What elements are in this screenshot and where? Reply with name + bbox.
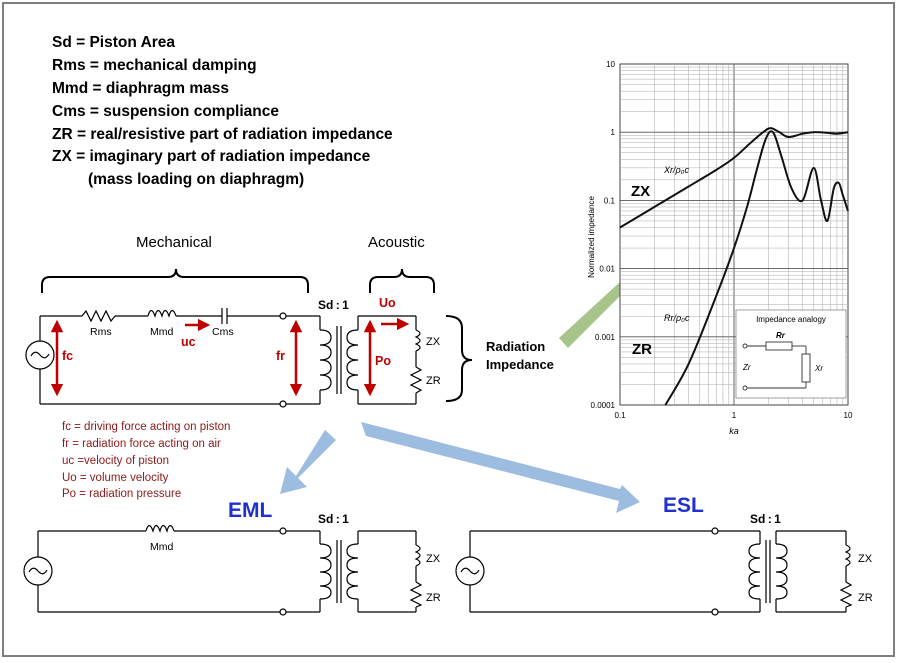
radiation-brace: [445, 315, 473, 402]
eml-mmd-label: Mmd: [150, 541, 173, 553]
zx-label: ZX: [426, 336, 441, 348]
uo-label: Uo: [379, 296, 396, 310]
mmd-label: Mmd: [150, 326, 173, 338]
chart-x-tick-label: 10: [844, 411, 853, 420]
chart-series: [619, 127, 849, 406]
eml-zr-label: ZR: [426, 592, 441, 604]
impedance-analogy-inset: Impedance analogy Rr Xr Zr: [735, 309, 847, 399]
transformer-ratio-label: Sd : 1: [318, 298, 349, 312]
mechanical-brace: [41, 268, 309, 293]
eml-title: EML: [228, 499, 273, 522]
chart-series-line-zx: [619, 127, 849, 229]
chart-y-tick-label: 0.0001: [591, 401, 616, 410]
chart-series-line-zr: [664, 130, 849, 406]
zr-curve-label: Rr/ρ₀c: [664, 313, 690, 323]
definition-item: Cms = suspension compliance: [52, 103, 279, 120]
definition-item: Mmd = diaphragm mass: [52, 80, 230, 97]
chart-ylabel: Normalized impedance: [587, 196, 596, 278]
legend-item: fr = radiation force acting on air: [62, 438, 221, 450]
chart-y-tick-label: 10: [606, 60, 615, 69]
fr-label: fr: [276, 349, 285, 363]
legend-item: Po = radiation pressure: [62, 488, 182, 500]
eml-transformer-ratio-label: Sd : 1: [318, 512, 349, 526]
definition-item: ZR = real/resistive part of radiation im…: [52, 126, 393, 143]
inset-title: Impedance analogy: [756, 315, 826, 324]
chart-y-tick-label: 0.001: [595, 333, 616, 342]
cms-label: Cms: [212, 326, 234, 338]
chart-tick-labels: 0.1 1 10 10 1 0.1 0.01 0.001 0.0001: [591, 60, 853, 420]
inset-rr-label: Rr: [776, 331, 786, 340]
definition-item: (mass loading on diaphragm): [88, 171, 305, 188]
definition-item: Rms = mechanical damping: [52, 57, 257, 74]
radiation-impedance-label-1: Radiation: [486, 339, 546, 354]
fc-label: fc: [62, 349, 73, 363]
chart-x-tick-label: 1: [732, 411, 737, 420]
esl-circuit: [455, 527, 853, 616]
esl-title: ESL: [663, 494, 704, 517]
chart-grid: [619, 63, 849, 406]
chart-xlabel: ka: [729, 426, 739, 436]
zx-series-name: ZX: [631, 183, 650, 200]
acoustic-brace: [369, 268, 435, 293]
definition-item: Sd = Piston Area: [52, 34, 176, 51]
chart-x-tick-label: 0.1: [614, 411, 626, 420]
eml-pointer-arrow: [280, 430, 336, 494]
inset-xr-label: Xr: [814, 364, 823, 373]
chart-y-tick-label: 0.1: [604, 196, 616, 205]
legend-item: fc = driving force acting on piston: [62, 421, 231, 433]
eml-zx-label: ZX: [426, 553, 441, 565]
main-circuit: [25, 308, 423, 408]
esl-pointer-arrow: [361, 422, 640, 513]
zx-curve-label: Xr/ρ₀c: [663, 165, 689, 175]
zr-series-name: ZR: [632, 341, 652, 358]
chart-y-tick-label: 1: [611, 128, 616, 137]
chart-y-tick-label: 0.01: [599, 265, 615, 274]
rms-label: Rms: [90, 326, 112, 338]
zr-label: ZR: [426, 375, 441, 387]
po-label: Po: [375, 354, 391, 368]
uc-label: uc: [181, 335, 196, 349]
mechanical-label: Mechanical: [136, 234, 212, 251]
radiation-impedance-label-2: Impedance: [486, 357, 554, 372]
legend-item: uc =velocity of piston: [62, 455, 170, 467]
eml-circuit: [23, 524, 423, 616]
esl-transformer-ratio-label: Sd : 1: [750, 512, 781, 526]
variable-arrows: [50, 317, 410, 397]
acoustic-label: Acoustic: [368, 234, 425, 251]
inset-z-label: Zr: [742, 363, 751, 372]
slide-frame: [2, 2, 895, 657]
esl-zr-label: ZR: [858, 592, 873, 604]
definition-item: ZX = imaginary part of radiation impedan…: [52, 148, 371, 165]
legend-item: Uo = volume velocity: [62, 472, 169, 484]
esl-zx-label: ZX: [858, 553, 873, 565]
